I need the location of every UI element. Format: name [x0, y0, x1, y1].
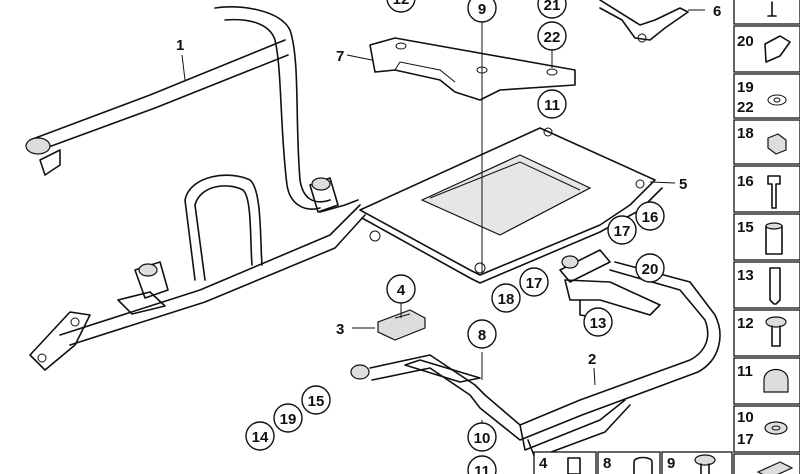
callout-10-circle: 10 — [467, 422, 497, 452]
svg-text:20: 20 — [737, 33, 754, 50]
legend-cell-bottom — [733, 453, 800, 474]
callout-11-circle-bottom: 11 — [467, 455, 497, 474]
plain-callouts: 1 2 3 5 6 7 — [176, 3, 721, 368]
svg-text:13: 13 — [737, 267, 754, 284]
bottom-cell-4: 4 — [533, 451, 597, 474]
svg-text:8: 8 — [603, 455, 611, 472]
callout-15-circle: 15 — [301, 385, 331, 415]
svg-text:17: 17 — [526, 275, 543, 292]
svg-text:11: 11 — [737, 363, 753, 380]
svg-text:4: 4 — [397, 282, 406, 299]
svg-text:9: 9 — [667, 455, 675, 472]
callout-22-circle: 22 — [537, 21, 567, 51]
callout-19-circle: 19 — [273, 403, 303, 433]
callout-17-circle-a: 17 — [607, 215, 637, 245]
callout-16-circle: 16 — [635, 201, 665, 231]
svg-text:20: 20 — [642, 261, 659, 278]
svg-text:22: 22 — [544, 29, 561, 46]
callout-4-circle: 4 — [386, 274, 416, 304]
svg-text:10: 10 — [474, 430, 491, 447]
legend-cell-10-17: 10 17 — [733, 405, 800, 453]
legend-cell-top — [733, 0, 800, 25]
svg-text:12: 12 — [393, 0, 410, 8]
legend-cell-16: 16 — [733, 165, 800, 213]
circled-callouts: 4 8 9 10 11 11 12 13 14 15 16 17 17 18 1… — [245, 0, 665, 474]
svg-text:13: 13 — [590, 315, 607, 332]
svg-text:21: 21 — [544, 0, 561, 14]
callout-7: 7 — [336, 48, 344, 65]
svg-text:17: 17 — [614, 223, 631, 240]
callout-14-circle: 14 — [245, 421, 275, 451]
svg-text:22: 22 — [737, 99, 754, 116]
legend-cell-11: 11 — [733, 357, 800, 405]
svg-text:9: 9 — [478, 1, 486, 18]
bottom-parts-row: 4 8 9 — [533, 451, 733, 474]
part-1-frame — [25, 6, 366, 371]
svg-text:11: 11 — [474, 463, 490, 474]
legend-cell-19-22: 19 22 — [733, 73, 800, 119]
callout-11-circle-top: 11 — [537, 89, 567, 119]
part-2-tube-bracket — [350, 249, 721, 459]
svg-text:16: 16 — [642, 209, 659, 226]
bottom-cell-8: 8 — [597, 451, 661, 474]
callout-2: 2 — [588, 351, 596, 368]
svg-text:18: 18 — [737, 125, 754, 142]
callout-6: 6 — [713, 3, 721, 20]
bottom-cell-9: 9 — [661, 451, 733, 474]
callout-20-circle: 20 — [635, 253, 665, 283]
callout-8-circle: 8 — [467, 319, 497, 349]
legend-cell-20: 20 — [733, 25, 800, 73]
callout-21-circle: 21 — [537, 0, 567, 19]
legend-cell-15: 15 — [733, 213, 800, 261]
legend-cell-12: 12 — [733, 309, 800, 357]
svg-text:8: 8 — [478, 327, 486, 344]
svg-text:14: 14 — [252, 429, 269, 446]
callout-9-circle: 9 — [467, 0, 497, 23]
svg-text:19: 19 — [280, 411, 297, 428]
legend-cell-18: 18 — [733, 119, 800, 165]
part-6-bracket — [599, 0, 689, 43]
callout-12-circle: 12 — [386, 0, 416, 13]
fastener-legend: 20 19 22 18 16 15 13 — [733, 0, 800, 474]
svg-text:15: 15 — [308, 393, 325, 410]
callout-1: 1 — [176, 37, 184, 54]
legend-cell-13: 13 — [733, 261, 800, 309]
svg-text:18: 18 — [498, 291, 515, 308]
svg-text:16: 16 — [737, 173, 754, 190]
callout-13-circle: 13 — [583, 307, 613, 337]
callout-3: 3 — [336, 321, 344, 338]
svg-text:12: 12 — [737, 315, 754, 332]
callout-5: 5 — [679, 176, 687, 193]
svg-text:17: 17 — [737, 431, 754, 448]
svg-text:19: 19 — [737, 79, 754, 96]
callout-18-circle: 18 — [491, 283, 521, 313]
svg-text:15: 15 — [737, 219, 754, 236]
svg-text:4: 4 — [539, 455, 548, 472]
svg-text:10: 10 — [737, 409, 754, 426]
svg-text:11: 11 — [544, 97, 560, 114]
callout-17-circle-b: 17 — [519, 267, 549, 297]
part-3-clip — [377, 309, 426, 341]
